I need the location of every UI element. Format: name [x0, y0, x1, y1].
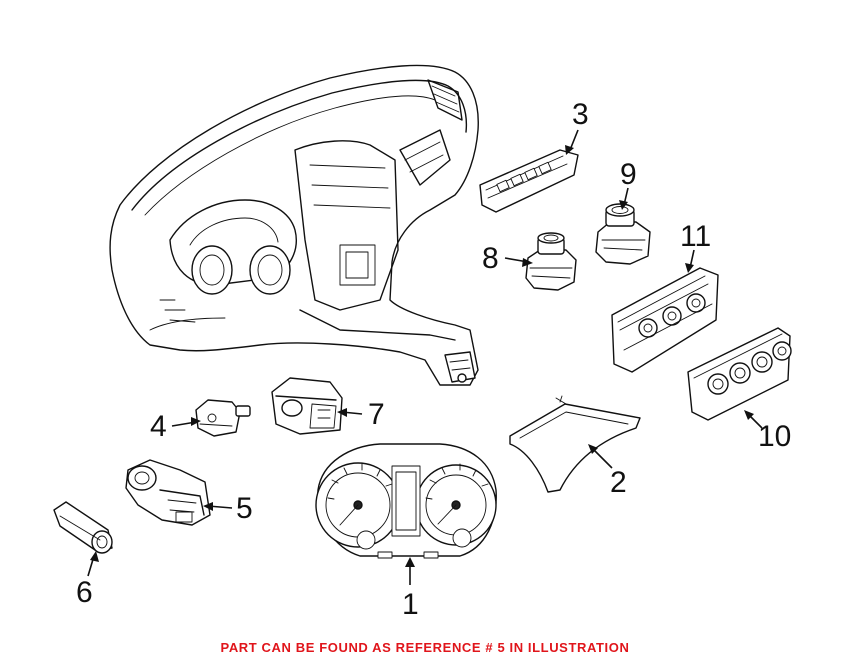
part-8-rotary-switch: [525, 232, 577, 291]
part-2-trim-panel: [509, 395, 641, 493]
leader-lines: [87, 129, 763, 585]
dashboard-illustration: [109, 64, 479, 386]
callout-9: 9: [620, 158, 637, 191]
part-3-switch-panel: [479, 149, 579, 213]
part-5-ignition-lock: [125, 459, 211, 526]
callout-3: 3: [572, 98, 589, 131]
part-1-instrument-cluster: [315, 443, 497, 559]
callout-labels: 3 9 8 11 4 7 5 6 2 10 1: [76, 98, 791, 621]
part-9-rotary-switch: [595, 203, 651, 265]
callout-5: 5: [236, 492, 253, 525]
callout-10: 10: [758, 420, 791, 453]
callout-6: 6: [76, 576, 93, 609]
callout-1: 1: [402, 588, 419, 621]
part-11-climate-control: [611, 267, 719, 373]
part-7-switch-block: [271, 377, 343, 435]
callout-4: 4: [150, 410, 167, 443]
callout-2: 2: [610, 466, 627, 499]
callout-11: 11: [680, 220, 711, 253]
callout-8: 8: [482, 242, 499, 275]
part-4-sensor: [195, 399, 251, 437]
footer-note: PART CAN BE FOUND AS REFERENCE # 5 IN IL…: [220, 640, 630, 655]
callout-7: 7: [368, 398, 385, 431]
part-10-climate-control: [687, 327, 792, 421]
part-6-key-cylinder: [53, 501, 113, 554]
